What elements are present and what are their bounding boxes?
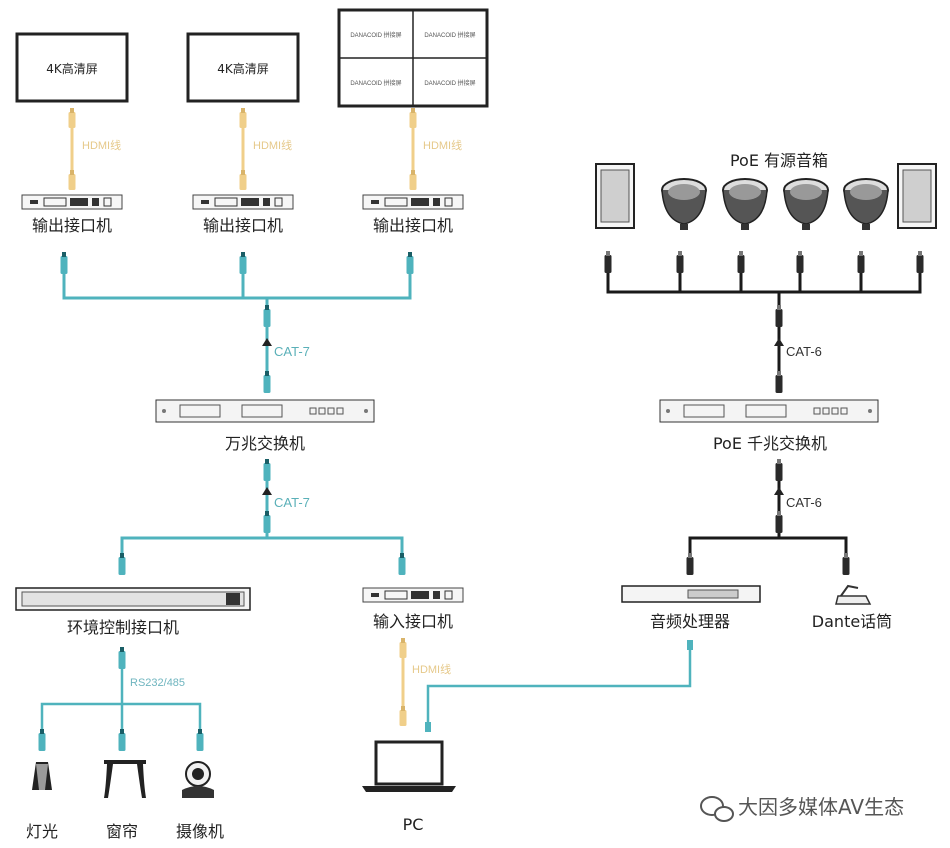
wall-cell-2: DANACOID 拼接屏 xyxy=(424,31,475,39)
watermark: 大因多媒体AV生态 xyxy=(700,795,904,822)
display-4k-2-label: 4K高清屏 xyxy=(217,61,269,76)
hdmi-label-1: HDMI线 xyxy=(82,138,121,152)
audio-processor xyxy=(621,585,761,603)
display-4k-1: 4K高清屏 xyxy=(15,32,129,103)
hdmi-label-3: HDMI线 xyxy=(423,138,462,152)
speaker-icon-left xyxy=(595,163,635,229)
switch-10g xyxy=(155,399,375,423)
env-control-label: 环境控制接口机 xyxy=(67,618,179,637)
cat6-label-top: CAT-6 xyxy=(786,344,822,359)
curtain-icon xyxy=(104,760,146,798)
speaker-icon-2 xyxy=(722,178,768,231)
cat7-label-bottom: CAT-7 xyxy=(274,495,310,510)
poe-speakers-label: PoE 有源音箱 xyxy=(730,151,828,170)
cat6-bus-bottom xyxy=(688,465,848,565)
output-extender-3 xyxy=(362,194,464,210)
env-control-unit xyxy=(15,587,251,611)
cat7-bus-top xyxy=(62,270,412,392)
cat6-bus-top xyxy=(606,270,922,392)
cat6-label-bottom: CAT-6 xyxy=(786,495,822,510)
output-extender-2-label: 输出接口机 xyxy=(203,216,283,235)
poe-switch-label: PoE 千兆交换机 xyxy=(713,434,827,453)
rs-label: RS232/485 xyxy=(130,677,185,689)
light-icon xyxy=(32,762,52,790)
speaker-icon-3 xyxy=(783,178,829,231)
speaker-icon-1 xyxy=(661,178,707,231)
audio-processor-label: 音频处理器 xyxy=(650,612,730,631)
speaker-icon-right xyxy=(897,163,937,229)
speaker-icon-4 xyxy=(843,178,889,231)
dante-mic-label: Dante话筒 xyxy=(812,612,892,631)
cat7-label-top: CAT-7 xyxy=(274,344,310,359)
output-extender-1 xyxy=(21,194,123,210)
poe-switch xyxy=(659,399,879,423)
display-4k-2: 4K高清屏 xyxy=(186,32,300,103)
input-extender xyxy=(362,587,464,603)
wall-cell-3: DANACOID 拼接屏 xyxy=(350,79,401,87)
output-extender-1-label: 输出接口机 xyxy=(32,216,112,235)
output-extender-3-label: 输出接口机 xyxy=(373,216,453,235)
laptop-icon xyxy=(362,740,456,792)
camera-icon xyxy=(182,761,214,798)
hdmi-label-2: HDMI线 xyxy=(253,138,292,152)
display-4k-1-label: 4K高清屏 xyxy=(46,61,98,76)
video-wall: DANACOID 拼接屏 DANACOID 拼接屏 DANACOID 拼接屏 D… xyxy=(337,8,489,108)
wall-cell-1: DANACOID 拼接屏 xyxy=(350,31,401,39)
wechat-icon xyxy=(700,796,734,822)
switch-10g-label: 万兆交换机 xyxy=(225,434,305,453)
camera-label: 摄像机 xyxy=(176,822,224,841)
wall-cell-4: DANACOID 拼接屏 xyxy=(424,79,475,87)
output-extender-2 xyxy=(192,194,294,210)
cat7-bus-bottom xyxy=(120,465,404,565)
hdmi-cables-top xyxy=(68,108,417,190)
watermark-text: 大因多媒体AV生态 xyxy=(738,795,904,819)
input-extender-label: 输入接口机 xyxy=(373,612,453,631)
curtain-label: 窗帘 xyxy=(106,822,138,841)
audio-usb-cable xyxy=(426,648,692,724)
microphone-icon xyxy=(835,584,872,605)
hdmi-label-pc: HDMI线 xyxy=(412,662,451,676)
light-label: 灯光 xyxy=(26,822,58,841)
pc-label: PC xyxy=(403,815,424,834)
